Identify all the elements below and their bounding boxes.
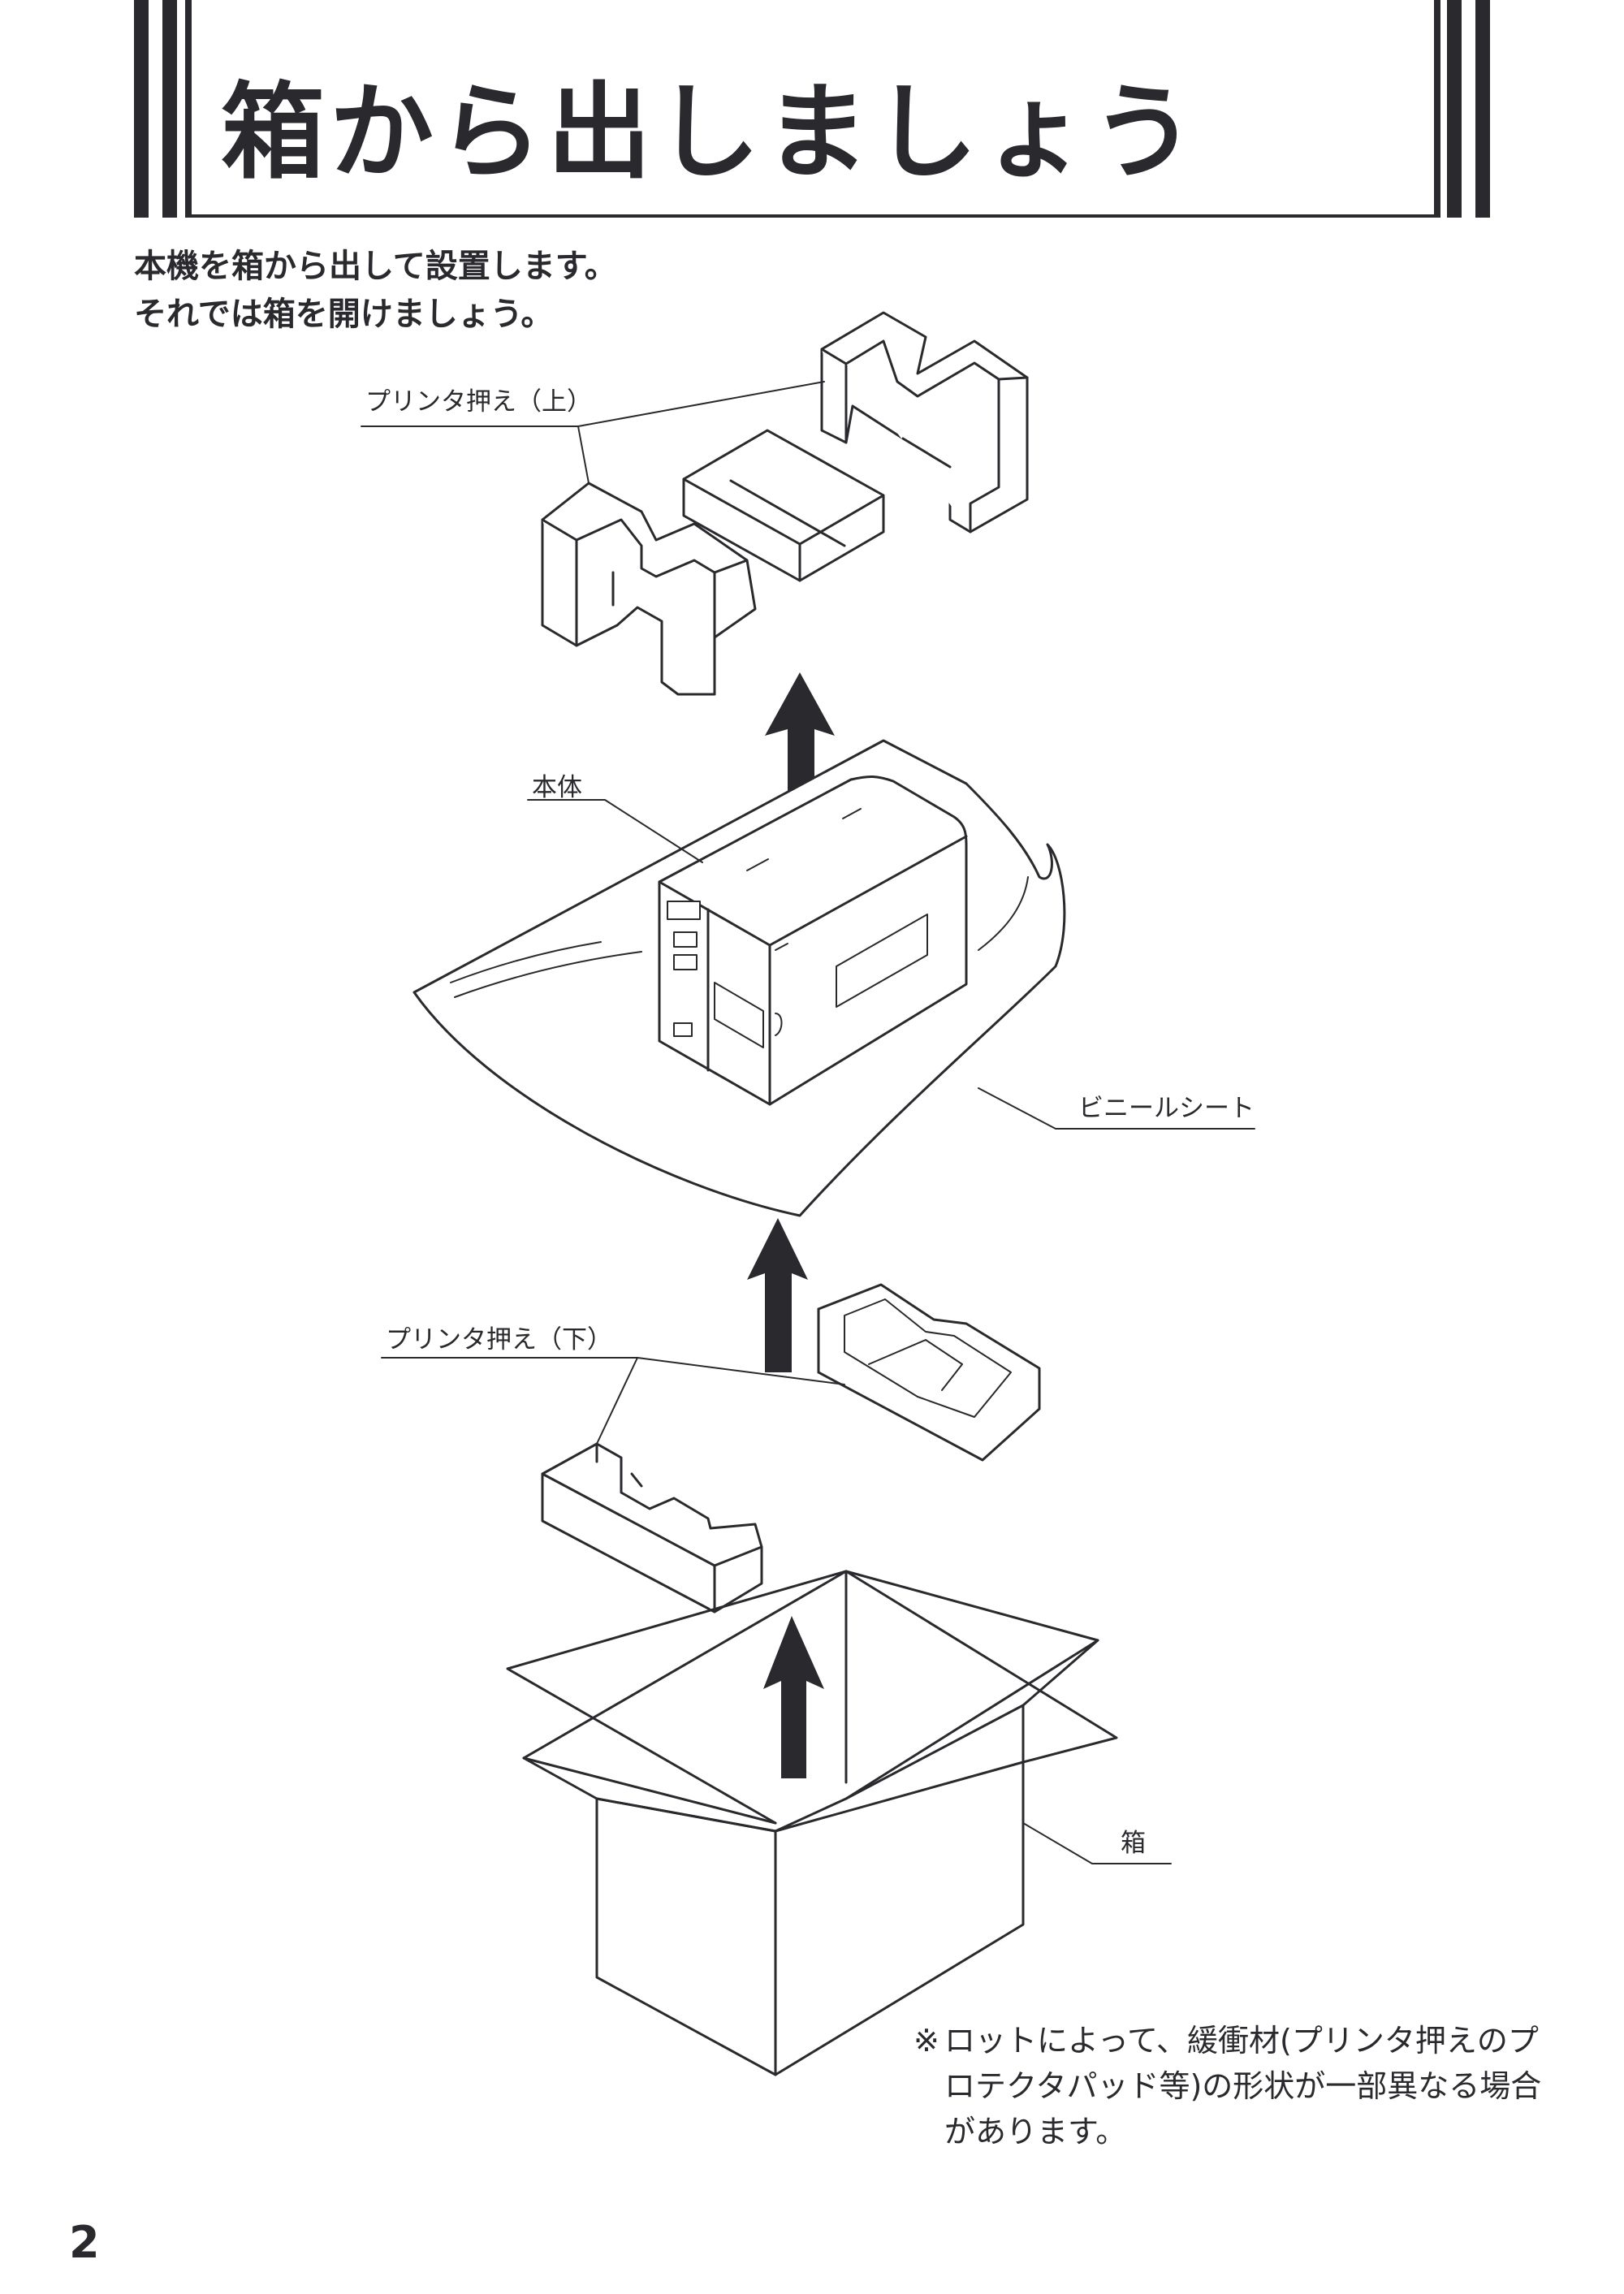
arrow-up-bottom-icon (763, 1616, 824, 1778)
header-frame (134, 0, 1490, 218)
lower-pad-left (541, 1442, 763, 1614)
label-printer-body: 本体 (532, 773, 582, 802)
upper-pad-middle-block (682, 429, 885, 582)
label-lower-pad: プリンタ押え（下） (386, 1325, 612, 1354)
printer-body (658, 775, 968, 1106)
arrow-up-top-icon (765, 672, 835, 869)
upper-pad-left (541, 482, 757, 696)
upper-pad-right (820, 311, 1029, 534)
leader-lines (361, 381, 1255, 1864)
label-upper-pad: プリンタ押え（上） (365, 387, 592, 417)
note-text: ロットによって、緩衝材(プリンタ押えのプロテクタパッド等)の形状が一部異なる場合… (944, 2023, 1542, 2149)
box (506, 1570, 1118, 2076)
lower-pad-right (817, 1283, 1041, 1462)
label-box: 箱 (1121, 1829, 1146, 1858)
label-vinyl-sheet: ビニールシート (1078, 1094, 1255, 1123)
note-mark: ※ (914, 2023, 939, 2059)
page-number: 2 (69, 2217, 100, 2268)
arrow-up-middle-icon (747, 1218, 808, 1372)
intro-line-1: 本機を箱から出して設置します。 (134, 248, 617, 285)
page-title: 箱から出しましょう (221, 72, 1201, 193)
intro-line-2: それでは箱を開けましょう。 (134, 296, 554, 333)
footnote: ※ ロットによって、緩衝材(プリンタ押えのプロテクタパッド等)の形状が一部異なる… (914, 2018, 1561, 2154)
